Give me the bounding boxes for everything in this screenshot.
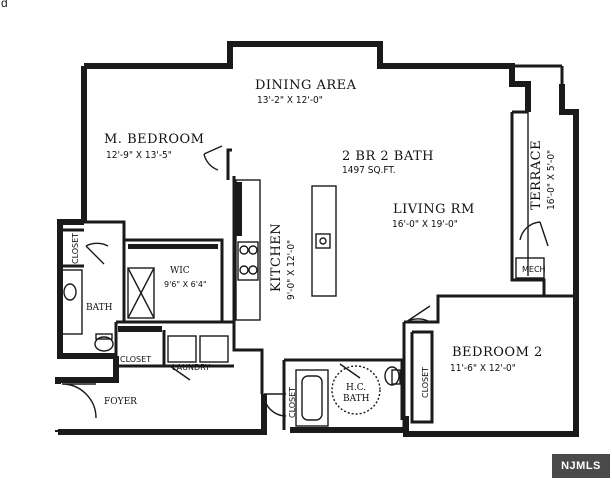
master-bedroom-dims: 12'-9" X 13'-5"	[106, 150, 172, 161]
interior-walls	[60, 110, 576, 430]
closet-label-hc: CLOSET	[288, 387, 297, 418]
summary-area: 1497 SQ.FT.	[342, 165, 396, 176]
njmls-logo: NJMLS	[552, 454, 610, 478]
living-room-dims: 16'-0" X 19'-0"	[392, 219, 458, 230]
laundry-label: LAUNDRY	[172, 363, 210, 372]
master-bedroom-label: M. BEDROOM	[104, 132, 204, 147]
hc-bath-label-line1: H.C.	[346, 383, 366, 393]
kitchen-label: KITCHEN	[269, 223, 284, 292]
hc-bath-fixtures	[295, 365, 401, 427]
laundry-units	[118, 326, 229, 363]
terrace-label: TERRACE	[529, 140, 544, 210]
closet-label-mid: CLOSET	[120, 355, 151, 364]
terrace-railing	[515, 112, 545, 279]
foyer-label: FOYER	[104, 397, 137, 407]
bath-label: BATH	[86, 303, 113, 313]
dining-dims: 13'-2" X 12'-0"	[257, 95, 323, 106]
living-room-label: LIVING RM	[393, 202, 475, 217]
exterior-walls	[55, 41, 579, 437]
hc-bath-label-line2: BATH	[343, 394, 370, 404]
closet-label-br2: CLOSET	[421, 367, 430, 398]
wic-shelving	[127, 244, 218, 319]
mech-label: MECH	[522, 265, 546, 274]
closet-label-top: CLOSET	[71, 233, 80, 264]
dining-label: DINING AREA	[255, 78, 357, 93]
bath-fixtures	[61, 269, 114, 352]
terrace-dims: 16'-0" X 5'-0"	[546, 150, 557, 210]
kitchen-dims: 9'-0" X 12'-0"	[286, 240, 297, 300]
summary-beds-baths: 2 BR 2 BATH	[342, 149, 434, 164]
bedroom-2-dims: 11'-6" X 12'-0"	[450, 363, 516, 374]
wic-label: WIC	[170, 266, 190, 276]
kitchen-counters	[235, 179, 337, 321]
njmls-logo-text: NJMLS	[561, 460, 601, 472]
corner-mark: d	[1, 0, 8, 10]
wic-dims: 9'6" X 6'4"	[164, 280, 207, 289]
bedroom-2-label: BEDROOM 2	[452, 345, 543, 360]
doors	[61, 145, 549, 419]
